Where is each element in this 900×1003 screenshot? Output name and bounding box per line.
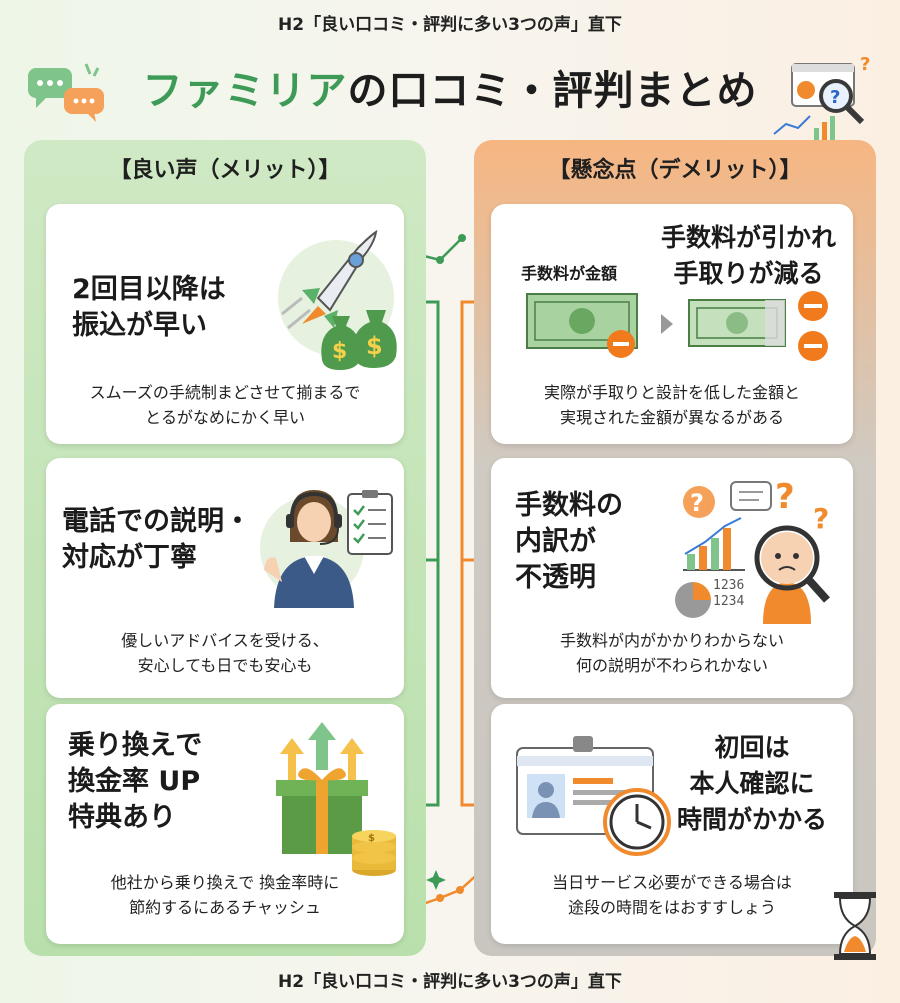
demerits-panel: 【懸念点（デメリット）】 手数料が金額 手数料が引かれ 手取りが減る 実際が手取… [474,140,876,956]
svg-text:$: $ [366,332,383,360]
merit-desc: 他社から乗り換えで 換金率時に 節約するにあるチャッシュ [110,873,340,917]
bottom-caption: H2「良い口コミ・評判に多い3つの声」直下 [278,972,622,992]
magnifier-chart-icon: ? ? [773,56,870,140]
svg-text:?: ? [860,56,870,75]
merit-card-switch-bonus: 乗り換えで 換金率 UP 特典あり $ 他社から乗り換えで 換金率時に 節約する… [46,704,404,944]
arrow-right-icon [661,314,673,334]
demerit-desc: 当日サービス必要ができる場合は 途段の時間をはおすすしょう [552,873,792,917]
clock-icon [603,788,671,856]
demerit-heading: 手数料の 内訳が 不透明 [515,490,623,593]
demerit-desc: 実際が手取りと設計を低した金額と 実現された金額が異なるがある [543,383,800,427]
number-readout-2: 1234 [713,594,745,609]
demerit-heading: 手数料が引かれ 手取りが減る [661,223,837,288]
demerit-card-fee-deduction: 手数料が金額 手数料が引かれ 手取りが減る 実際が手取りと設計を低した金額と 実… [491,204,853,444]
checklist-icon [347,490,393,555]
merits-panel: 【良い声（メリット）】 2回目以降は 振込が早い $ $ スムーズの手続制まどさ… [24,140,426,956]
merit-card-phone-support: 電話での説明・ 対応が丁寧 優しいアドバイスを受ける、 安心しても日でも安心も [46,458,404,698]
demerit-desc: 手数料が内がかかりわからない 何の説明が不わられかない [559,631,784,675]
hourglass-icon [834,892,876,960]
merit-heading: 乗り換えで 換金率 UP 特典あり [68,730,203,833]
fee-amount-label: 手数料が金額 [521,264,618,283]
page-title: ファミリアの口コミ・評判まとめ [0,58,900,116]
operator-icon [260,490,364,608]
number-readout-1: 1236 [713,578,745,593]
merit-desc: 優しいアドバイスを受ける、 安心しても日でも安心も [121,631,329,675]
money-bag-icon: $ $ [321,310,397,370]
demerits-header: 【懸念点（デメリット）】 [548,158,802,183]
merits-header: 【良い声（メリット）】 [109,158,341,183]
title-brand: ファミリア [142,68,348,114]
title-rest: の口コミ・評判まとめ [347,68,758,114]
svg-text:?: ? [813,502,829,535]
banknote-icon [688,291,828,361]
merit-heading: 電話での説明・ 対応が丁寧 [62,506,251,573]
svg-text:$: $ [332,339,347,364]
gift-box-icon [276,722,368,854]
top-caption: H2「良い口コミ・評判に多い3つの声」直下 [278,15,622,35]
merit-heading: 2回目以降は 振込が早い [72,274,226,341]
demerit-card-id-verification: 初回は 本人確認に 時間がかかる 当日サービス必要ができる場合は 途段の時間をは… [491,704,853,944]
merit-card-fast-transfer: 2回目以降は 振込が早い $ $ スムーズの手続制まどさせて揃まるで とるがなめ… [46,204,404,444]
merit-desc: スムーズの手続制まどさせて揃まるで とるがなめにかく早い [89,383,361,427]
svg-text:$: $ [368,833,375,844]
svg-text:?: ? [690,489,704,517]
question-mark-icon: ? ? ? [675,477,830,624]
speech-bubbles-icon [28,63,104,122]
demerit-card-fee-breakdown: 手数料の 内訳が 不透明 ? ? ? 1236 1234 手数料が内がかかりわか… [491,458,853,698]
banknote-icon [526,293,638,358]
demerit-heading: 初回は 本人確認に 時間がかかる [677,733,828,834]
coins-icon: $ [352,830,396,876]
svg-text:?: ? [830,87,840,108]
svg-text:?: ? [775,477,795,517]
